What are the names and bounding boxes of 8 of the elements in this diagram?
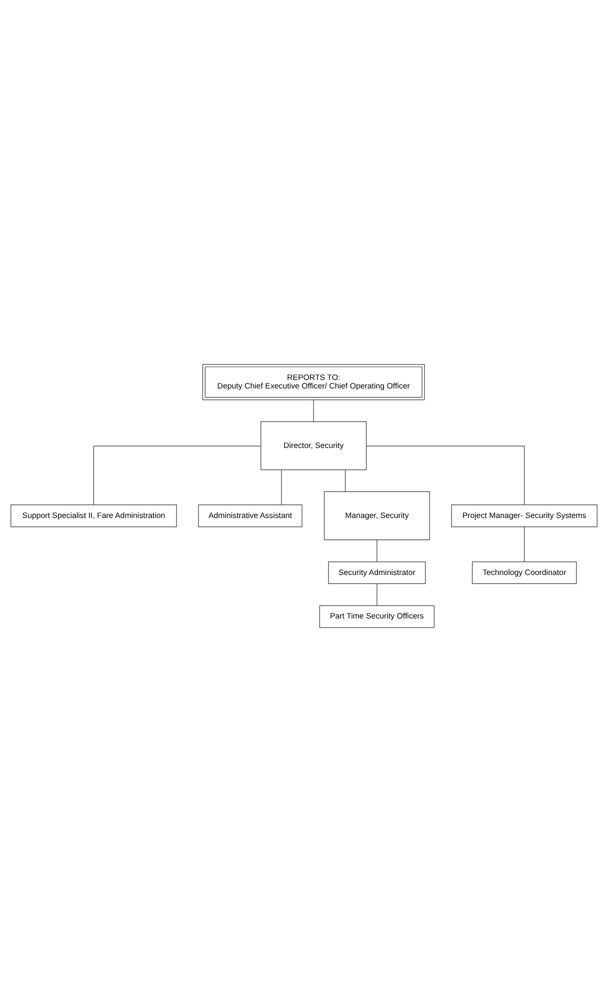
connector [366,446,525,506]
connector [376,540,378,562]
connector [344,470,346,492]
connector [376,584,378,606]
connector [524,526,525,562]
connector [313,400,314,422]
connector [281,470,282,506]
connector [93,446,261,506]
